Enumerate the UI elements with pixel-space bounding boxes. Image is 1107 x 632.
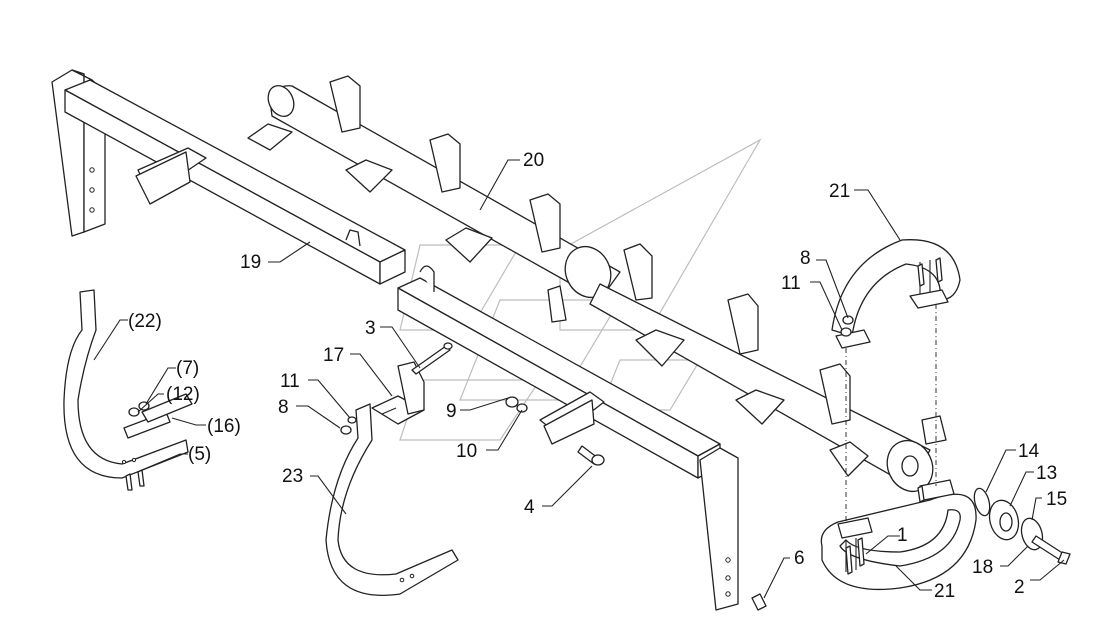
label-17: 17 — [323, 345, 344, 366]
label-9: 9 — [446, 401, 457, 422]
label-2: 2 — [1014, 577, 1025, 598]
label-14: 14 — [1018, 441, 1040, 462]
label-1: 1 — [897, 525, 908, 546]
frame-beam-part-19 — [51, 69, 406, 285]
label-18: 18 — [972, 557, 993, 578]
label-11-right: 11 — [781, 273, 801, 294]
label-12: (12) — [166, 384, 200, 405]
label-21-lower: 21 — [934, 581, 955, 602]
tine-part-23 — [325, 403, 459, 596]
label-13: 13 — [1036, 463, 1057, 484]
label-10: 10 — [456, 441, 477, 462]
label-23: 23 — [282, 466, 303, 487]
front-frame-beam — [397, 265, 739, 611]
main-tube-part-20 — [247, 75, 947, 492]
label-7: (7) — [176, 358, 199, 379]
label-8-left: 8 — [278, 397, 289, 418]
label-20: 20 — [523, 150, 544, 171]
label-16: (16) — [207, 416, 241, 437]
label-22: (22) — [128, 311, 162, 332]
label-15: 15 — [1046, 489, 1067, 510]
label-21-upper: 21 — [829, 181, 850, 202]
spring-tine-part-22 — [63, 289, 193, 479]
label-5: (5) — [188, 444, 211, 465]
bracket-part-17 — [371, 361, 425, 425]
label-4: 4 — [524, 497, 535, 518]
leader-lines — [93, 159, 1065, 599]
alignment-lines — [845, 304, 937, 522]
part-labels: 19 20 21 8 11 3 17 11 8 9 10 4 6 1 21 14… — [128, 150, 1067, 602]
fasteners — [125, 257, 943, 611]
label-3: 3 — [365, 318, 376, 339]
label-6: 6 — [794, 548, 805, 569]
hub-assembly — [973, 487, 1071, 565]
label-19: 19 — [240, 252, 261, 273]
label-11-left: 11 — [280, 371, 300, 392]
label-8-right: 8 — [800, 248, 811, 269]
